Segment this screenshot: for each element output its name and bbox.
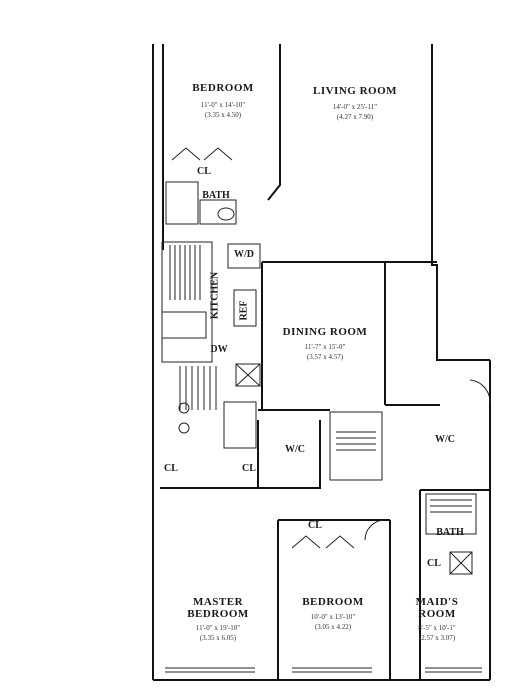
dining-room-dim-ft: 11'-7" x 15'-0" — [304, 343, 346, 351]
maids-room-name-2: ROOM — [418, 608, 456, 620]
bath-label-maid: BATH — [436, 527, 464, 538]
maid-closet-xlines — [449, 551, 473, 575]
kitchen-label: KITCHEN — [209, 271, 221, 320]
dw-label: DW — [210, 344, 228, 355]
bedroom-top-dim-m: (3.35 x 4.50) — [204, 111, 242, 119]
window-bottom-1 — [165, 667, 255, 673]
wc-label-right: W/C — [435, 434, 455, 445]
bathtub-top — [165, 181, 199, 225]
bedroom-bottom-name: BEDROOM — [302, 596, 364, 608]
vanity-top — [199, 199, 237, 225]
maids-room-dim-m: (2.57 x 3.07) — [418, 634, 456, 642]
window-bottom-3 — [425, 667, 482, 673]
living-room-dim-m: (4.27 x 7.90) — [336, 113, 374, 121]
door-swing-entry — [469, 379, 491, 403]
closet-label-top: CL — [197, 166, 211, 177]
kitchen-hatch — [169, 245, 217, 410]
sink-b — [178, 422, 190, 434]
window-bottom-2 — [292, 667, 372, 673]
kitchen-counter — [161, 241, 213, 363]
tub-hatch — [336, 431, 376, 451]
master-bedroom-dim-m: (3.35 x 6.05) — [199, 634, 237, 642]
range-box — [235, 363, 261, 387]
maid-walls — [419, 489, 490, 680]
living-room-left-wall — [267, 44, 281, 201]
bathtub-right — [329, 411, 383, 481]
bath-label-top: BATH — [202, 190, 230, 201]
bath-wall — [257, 420, 321, 489]
bedroom-top-dim-ft: 11'-0" x 14'-10" — [200, 101, 246, 109]
living-room-dim-ft: 14'-0" x 25'-11" — [332, 103, 378, 111]
sink-a — [178, 402, 190, 414]
dining-room-dim-m: (3.57 x 4.57) — [306, 353, 344, 361]
maid-bath-box — [425, 493, 477, 535]
bedroom-walls — [277, 519, 391, 680]
ref-label: REF — [238, 300, 250, 321]
closet-doors-top — [171, 147, 233, 161]
dining-room-name: DINING ROOM — [282, 326, 368, 338]
refrigerator — [233, 289, 257, 327]
closet-label-hall-b: CL — [242, 463, 256, 474]
maids-room-dim-ft: 8'-5" x 10'-1" — [418, 624, 456, 632]
washer-dryer — [227, 243, 261, 269]
bathtub-mid — [223, 401, 257, 449]
living-room-name: LIVING ROOM — [312, 85, 398, 97]
range-x — [235, 363, 261, 387]
toilet-top — [217, 207, 235, 221]
master-bedroom-dim-ft: 11'-0" x 19'-10" — [195, 624, 241, 632]
maids-room-name-1: MAID'S — [415, 596, 459, 608]
closet-label-hall-a: CL — [164, 463, 178, 474]
maid-closet-x — [449, 551, 473, 575]
bedroom-top-name: BEDROOM — [192, 82, 254, 94]
door-swing-hall — [364, 519, 386, 541]
bedroom-bottom-dim-ft: 10'-0" x 13'-10" — [310, 613, 356, 621]
wc-label-left: W/C — [285, 444, 305, 455]
door-swing-bedroom — [291, 535, 355, 549]
master-bedroom-name-1: MASTER — [192, 596, 244, 608]
master-bedroom-name-2: BEDROOM — [187, 608, 249, 620]
dishwasher — [161, 311, 207, 339]
corridor-wall — [258, 404, 440, 411]
closet-label-bedroom: CL — [308, 520, 322, 531]
wd-label: W/D — [234, 249, 254, 260]
living-room-right-wall — [431, 44, 490, 361]
bedroom-bottom-dim-m: (3.05 x 4.22) — [314, 623, 352, 631]
maid-bath-hatch — [430, 499, 472, 513]
closet-label-maid: CL — [427, 558, 441, 569]
